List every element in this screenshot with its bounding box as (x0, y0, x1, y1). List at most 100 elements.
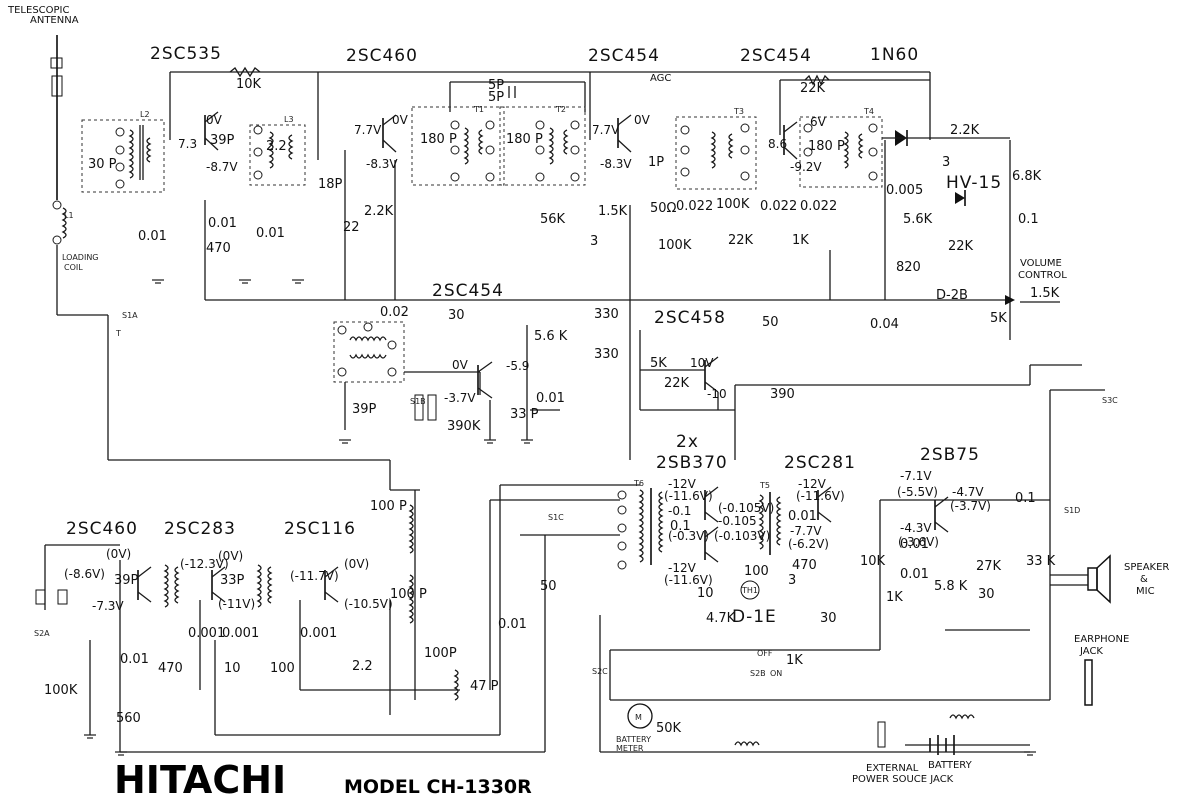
v-tr2-collector: -8.3V (366, 157, 398, 171)
val-c-5p-top: 5P (488, 90, 504, 105)
switch-labels: S1A S1B S2A S3C S1D S2B S2C S1C ON OFF T (34, 311, 1118, 678)
transistor-2sc535: 2SC535 (150, 44, 222, 64)
v-281-2: (-11.6V) (796, 489, 845, 503)
v-b75-5: -4.3V (900, 521, 932, 535)
v-tr4-base: 6V (810, 115, 827, 129)
v-osc-emitter: -3.7V (444, 391, 476, 405)
speaker-label-2: & (1140, 574, 1148, 585)
val-c-002: 0.02 (380, 305, 409, 320)
svg-text:L2: L2 (140, 110, 150, 119)
ground-symbols (84, 279, 1036, 756)
brand-hitachi: HITACHI (114, 758, 286, 800)
device-labels: HV-15 D-2B D-1E (732, 173, 1002, 627)
val-c-001-f: 0.01 (498, 617, 527, 632)
val-r-15k-b: 1.5K (1030, 286, 1060, 301)
val-r-820: 820 (896, 260, 921, 275)
ext-power-label-2: POWER SOUCE JACK (852, 774, 954, 785)
val-r-50ohm: 50Ω (650, 201, 677, 216)
switch-s1d: S1D (1064, 506, 1080, 515)
val-c-39p-a: 39P (210, 133, 235, 148)
transistor-2sc460-sw: 2SC460 (66, 519, 138, 539)
v-tr3-emitter: 7.7V (592, 123, 620, 137)
val-r-10k: 10K (236, 77, 262, 92)
val-c-18p: 18P (318, 177, 343, 192)
loading-coil-label-2: COIL (64, 263, 83, 272)
v-agc-base: 10V (690, 356, 714, 370)
v-b75-1: -7.1V (900, 469, 932, 483)
val-r-22k-e: 22K (664, 376, 690, 391)
transistor-2sc116: 2SC116 (284, 519, 356, 539)
transistor-2x: 2x (676, 432, 699, 452)
val-c-39p-c: 39P (114, 573, 139, 588)
earphone-label-1: EARPHONE (1074, 634, 1129, 645)
transistor-2sc454-osc: 2SC454 (432, 281, 504, 301)
transistor-2sc458: 2SC458 (654, 308, 726, 328)
svg-text:T6: T6 (633, 479, 644, 488)
v-b370-4: (-0.3V) (668, 529, 709, 543)
val-r-15k-a: 1.5K (598, 204, 628, 219)
v-281-4: (-6.2V) (788, 537, 829, 551)
v-b370-2: (-11.6V) (664, 489, 713, 503)
v-tr4-collector: -9.2V (790, 160, 822, 174)
val-r-5k-b: 5K (650, 356, 667, 371)
val-c-01-b: 0.1 (670, 519, 691, 534)
val-r-22k-c: 2.2K (950, 123, 980, 138)
val-c-33p-a: 33 P (510, 407, 539, 422)
val-c-001-c: 0.01 (256, 226, 285, 241)
val-r-22k-a: 2.2K (364, 204, 394, 219)
val-c-0022-a: 0.022 (676, 199, 713, 214)
switch-s3c: S3C (1102, 396, 1118, 405)
val-c-001-a: 0.01 (138, 229, 167, 244)
val-c-004: 0.04 (870, 317, 899, 332)
switch-s1a: S1A (122, 311, 138, 320)
antenna-label-2: ANTENNA (30, 15, 79, 26)
val-r-470-c: 470 (792, 558, 817, 573)
voltage-annotations: 0V 7.3 -8.7V 7.7V 0V -8.3V 7.7V 0V -8.3V… (64, 113, 991, 613)
svg-text:T3: T3 (733, 107, 744, 116)
v-116-base: (0V) (344, 557, 369, 571)
val-c-50-b: 50 (540, 579, 557, 594)
val-c-1p: 1P (648, 155, 664, 170)
val-c-0001-b: 0.001 (222, 626, 259, 641)
val-c-001-h: 0.01 (900, 567, 929, 582)
v-osc-collector: -5.9 (506, 359, 529, 373)
loading-coil-label-1: LOADING (62, 253, 99, 262)
svg-text:L1: L1 (64, 211, 74, 220)
val-r-330-a: 330 (594, 307, 619, 322)
val-r-1k-c: 1K (886, 590, 903, 605)
device-d1e: D-1E (732, 607, 777, 627)
val-c-0022-c: 0.022 (800, 199, 837, 214)
val-r-100k-a: 100K (658, 238, 692, 253)
v-tr1-emitter: 7.3 (178, 137, 197, 151)
telescopic-antenna: TELESCOPIC ANTENNA (7, 5, 79, 200)
device-hv15: HV-15 (946, 173, 1002, 193)
v-281-1: -12V (798, 477, 827, 491)
meter-m-label: M (635, 713, 642, 722)
val-r-22k-b: 22K (728, 233, 754, 248)
v-b370-1: -12V (668, 477, 697, 491)
volume-label-2: CONTROL (1018, 270, 1067, 281)
val-c-180p-a: 180 P (420, 132, 457, 147)
transistor-2sc460-mixer: 2SC460 (346, 46, 418, 66)
transistor-2sb75: 2SB75 (920, 445, 980, 465)
switch-on: ON (770, 669, 782, 678)
val-c-3-a: 3 (590, 234, 598, 249)
transistor-labels: 2SC535 2SC460 2SC454 2SC454 2SC454 2SC45… (66, 44, 980, 539)
val-r-560: 560 (116, 711, 141, 726)
battery-label: BATTERY (928, 760, 973, 771)
speaker-label-1: SPEAKER (1124, 562, 1169, 573)
val-r-10-b: 10 (697, 586, 714, 601)
v-b370-8: -0.105 (718, 514, 757, 528)
v-283-emitter: (-11V) (218, 597, 255, 611)
device-d2b: D-2B (936, 288, 968, 303)
val-c-3-c: 3 (788, 573, 796, 588)
transistor-2sc454-if2: 2SC454 (740, 46, 812, 66)
v-116-collector: (-11.7V) (290, 569, 339, 583)
agc-amplifier (629, 300, 1082, 460)
v-b370-3: -0.1 (668, 504, 691, 518)
val-c-01-c: 0.1 (1015, 491, 1036, 506)
val-c-180p-b: 180 P (506, 132, 543, 147)
v-tr2-base: 0V (392, 113, 409, 127)
val-r-100k-c: 100K (44, 683, 78, 698)
